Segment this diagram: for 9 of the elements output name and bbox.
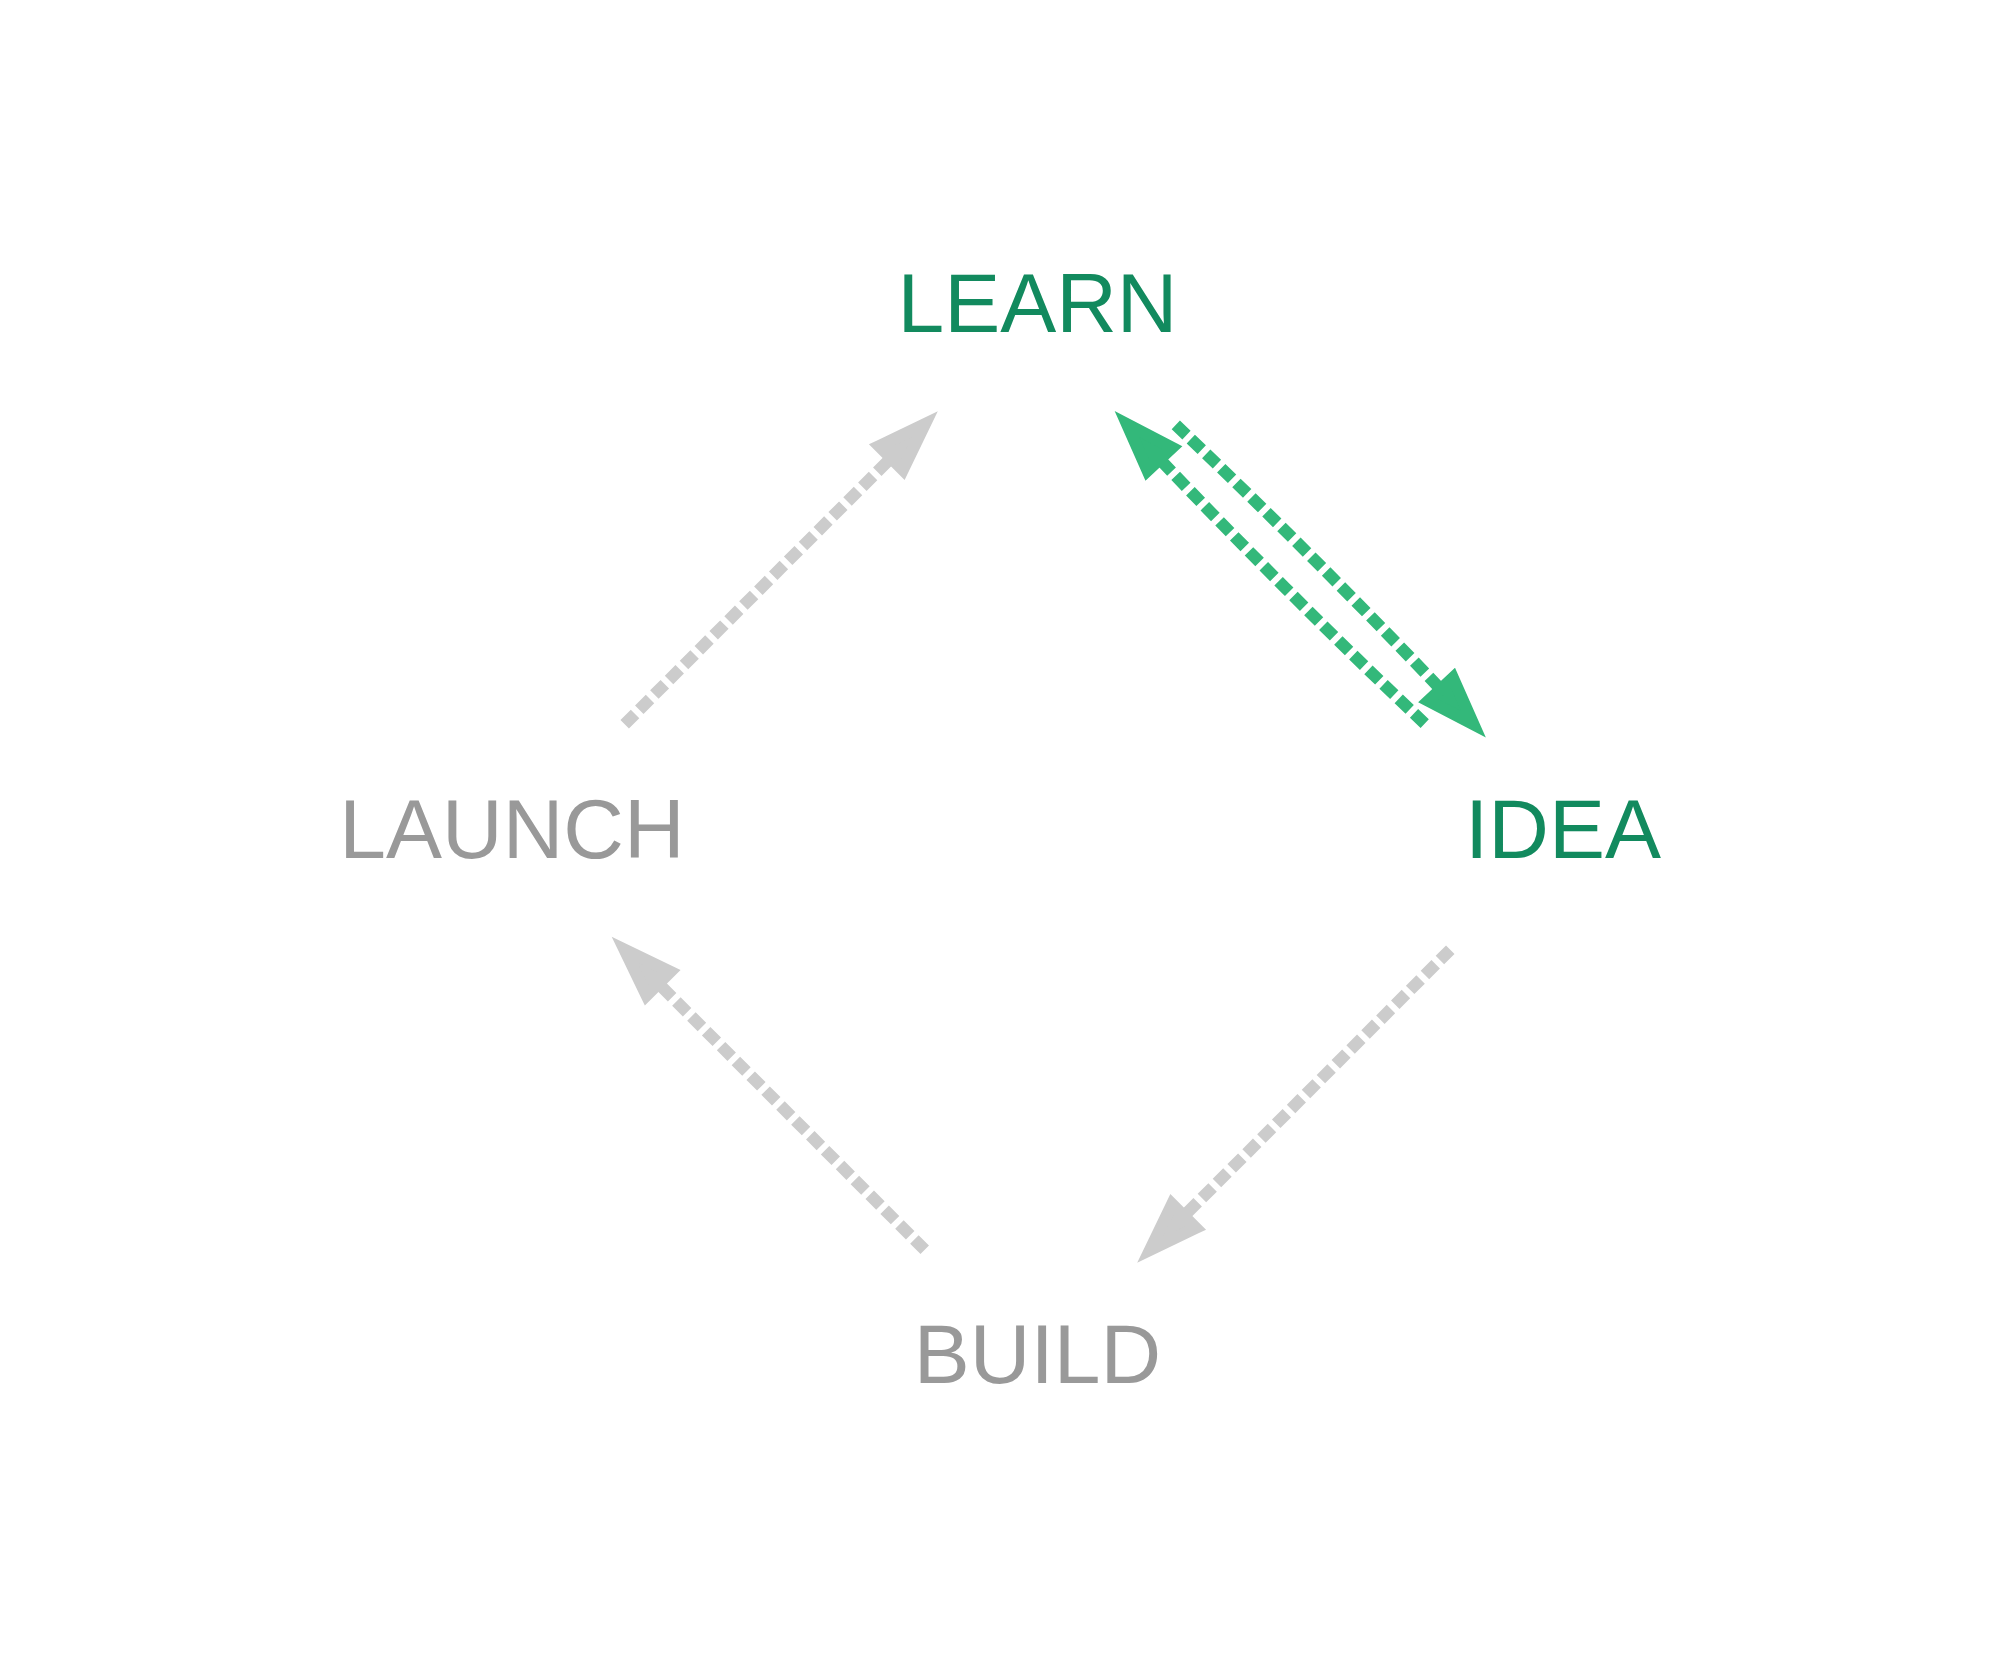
node-text: BUILD bbox=[913, 1307, 1161, 1402]
node-text: IDEA bbox=[1464, 781, 1661, 876]
node-text: LAUNCH bbox=[338, 781, 685, 876]
arrow bbox=[611, 936, 929, 1255]
arrow bbox=[1114, 410, 1429, 728]
node-text: LEARN bbox=[896, 256, 1177, 351]
arrow bbox=[1171, 420, 1486, 738]
arrow bbox=[619, 411, 938, 729]
arrow bbox=[1136, 945, 1454, 1263]
